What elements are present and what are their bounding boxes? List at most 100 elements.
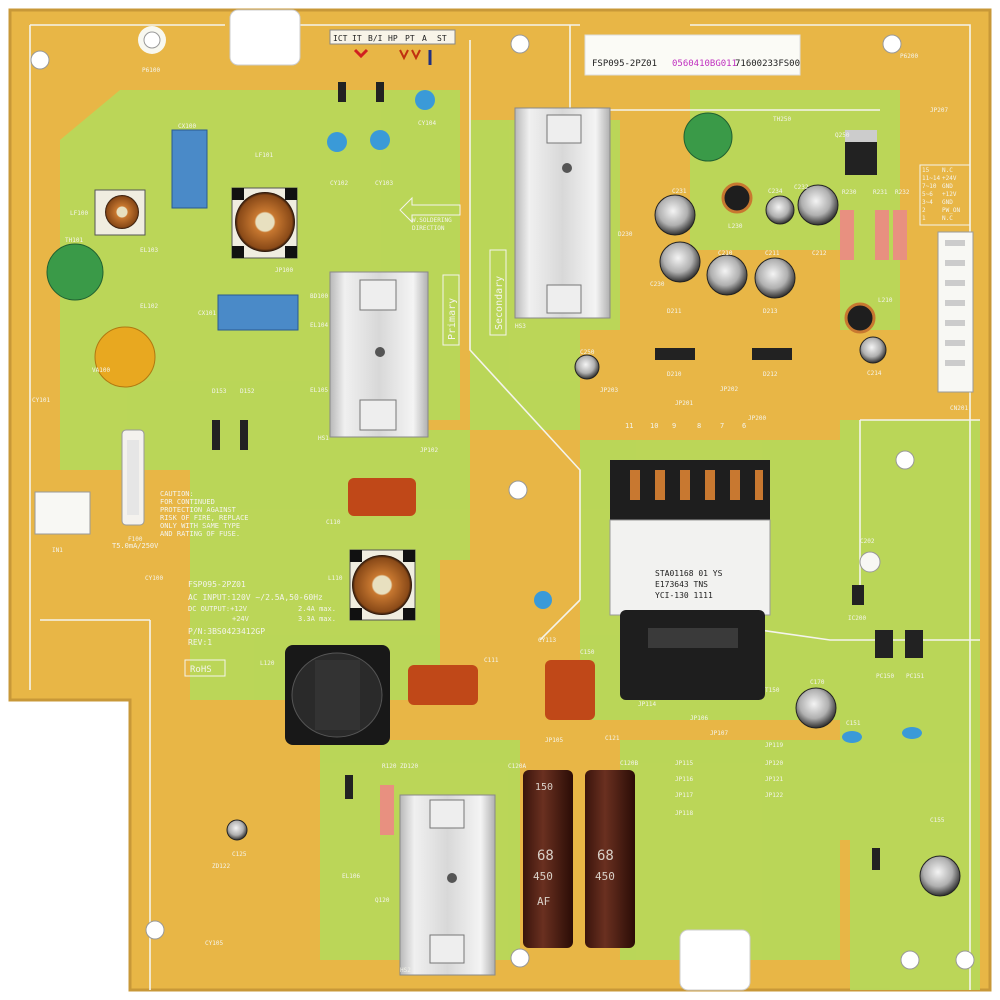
zone-secondary-text: Secondary — [494, 276, 505, 330]
ref-c110: C110 — [326, 519, 341, 526]
ref-jp105: JP105 — [545, 737, 563, 744]
ref-c125: C125 — [232, 851, 247, 858]
ref-c120a: C120A — [508, 763, 526, 770]
qc-label-it: IT — [352, 34, 362, 43]
pinout-pin-2: 7~10 — [922, 183, 937, 190]
ref-l110: L110 — [328, 575, 343, 582]
ref-p6200: P6200 — [900, 53, 918, 60]
ref-r231: R231 — [873, 189, 888, 196]
ratings-ac-input: AC INPUT:120V ~/2.5A,50-60Hz — [188, 593, 323, 602]
ref-jp203: JP203 — [600, 387, 618, 394]
pinout-pin-3: 5~6 — [922, 191, 933, 198]
cap-marking-150: 150 — [535, 782, 553, 793]
board-notch-top — [229, 9, 301, 66]
heatsink-hs3 — [514, 107, 611, 319]
ref-c210: C210 — [718, 250, 733, 257]
ref-c231: C231 — [672, 188, 687, 195]
transformer-label-2: E173643 TNS — [655, 580, 708, 589]
ref-jp122: JP122 — [765, 792, 783, 799]
qc-label-bi: B/I — [368, 34, 383, 43]
x-capacitor-cx100 — [171, 129, 208, 209]
ratings-part-number: P/N:3BS0423412GP — [188, 627, 265, 636]
ref-jp117: JP117 — [675, 792, 693, 799]
ratings-revision: REV:1 — [188, 638, 212, 647]
ref-jp120: JP120 — [765, 760, 783, 767]
ref-cn201: CN201 — [950, 405, 968, 412]
axial-diodes — [212, 82, 880, 870]
input-connector-in1 — [34, 491, 91, 535]
qc-label-ict: ICT — [333, 34, 348, 43]
ref-jp118: JP118 — [675, 810, 693, 817]
ref-cy105: CY105 — [205, 940, 223, 947]
cap-marking-af: AF — [537, 895, 550, 908]
pinout-sig-4: GND — [942, 199, 953, 206]
ref-q120: Q120 — [375, 897, 390, 904]
ref-cx101: CX101 — [198, 310, 216, 317]
heatsink-hs2 — [399, 794, 496, 976]
inductor-l230 — [721, 182, 753, 214]
ref-c250: C250 — [580, 349, 595, 356]
ref-c111: C111 — [484, 657, 499, 664]
ref-cy101: CY101 — [32, 397, 50, 404]
pinout-pin-1: 11~14 — [922, 175, 940, 182]
bulk-capacitor-c120a: 150 68 450 AF — [523, 770, 573, 948]
ref-c232: C232 — [794, 184, 809, 191]
pinout-sig-1: +24V — [942, 175, 957, 182]
qc-label-a: A — [422, 34, 427, 43]
serial-label-sticker — [584, 34, 801, 76]
soldering-text-1: W.SOLDERING — [412, 217, 452, 224]
ref-cy113: CY113 — [538, 637, 556, 644]
pcb-edge — [8, 8, 992, 992]
ref-d213: D213 — [763, 308, 778, 315]
film-capacitor-c110 — [348, 478, 416, 516]
qc-label-pt: PT — [405, 34, 415, 43]
electrolytic-capacitors — [226, 184, 961, 897]
ratings-dc-12v-value: 2.4A max. — [298, 605, 336, 613]
ref-c211: C211 — [765, 250, 780, 257]
cap-marking-68: 68 — [537, 848, 554, 864]
ref-c170: C170 — [810, 679, 825, 686]
ref-d212: D212 — [763, 371, 778, 378]
ref-l210: L210 — [878, 297, 893, 304]
pin-6: 6 — [742, 422, 746, 430]
cap-marking-68-b: 68 — [597, 848, 614, 864]
pin-9: 9 — [672, 422, 676, 430]
varistor-va100 — [94, 326, 156, 388]
ref-d230: D230 — [618, 231, 633, 238]
pinout-pin-4: 3~4 — [922, 199, 933, 206]
ref-th250: TH250 — [773, 116, 791, 123]
ref-c155: C155 — [930, 817, 945, 824]
board-notch-bottom — [679, 929, 751, 991]
pin-11: 11 — [625, 422, 633, 430]
ref-jp102: JP102 — [420, 447, 438, 454]
pinout-pin-5: 2 — [922, 207, 926, 214]
soldering-direction-arrow: W.SOLDERING DIRECTION — [399, 196, 461, 232]
ref-ic200: IC200 — [848, 615, 866, 622]
ratings-dc-24v-label: +24V — [232, 615, 250, 623]
power-resistors — [380, 210, 907, 835]
ref-c202: C202 — [860, 538, 875, 545]
ref-hs1: HS1 — [318, 435, 329, 442]
qc-check-boxes: ICT IT B/I HP PT A ST — [329, 29, 456, 65]
caution-notice: CAUTION: FOR CONTINUED PROTECTION AGAINS… — [160, 490, 249, 538]
ref-jp200: JP200 — [748, 415, 766, 422]
ref-jp116: JP116 — [675, 776, 693, 783]
ref-cy100: CY100 — [145, 575, 163, 582]
bulk-capacitor-c120b: 68 450 — [585, 770, 635, 948]
thermistor-th101 — [46, 243, 104, 301]
ref-c120b: C120B — [620, 760, 638, 767]
ref-zd120: ZD120 — [400, 763, 418, 770]
ref-f100: F100 — [128, 536, 143, 543]
ref-cy104: CY104 — [418, 120, 436, 127]
ratings-dc-12v-label: DC OUTPUT:+12V — [188, 605, 248, 613]
ref-el104: EL104 — [310, 322, 328, 329]
transformer-label-1: STA01168 01 YS — [655, 569, 723, 578]
caution-line-2: PROTECTION AGAINST — [160, 506, 237, 514]
common-mode-choke-lf101 — [231, 187, 298, 259]
pinout-pin-6: 1 — [922, 215, 926, 222]
sticker-serial-highlight: 0560410BG011 — [672, 59, 737, 69]
ref-va100: VA100 — [92, 367, 110, 374]
ref-r230: R230 — [842, 189, 857, 196]
ref-lf100: LF100 — [70, 210, 88, 217]
ref-q250: Q250 — [835, 132, 850, 139]
